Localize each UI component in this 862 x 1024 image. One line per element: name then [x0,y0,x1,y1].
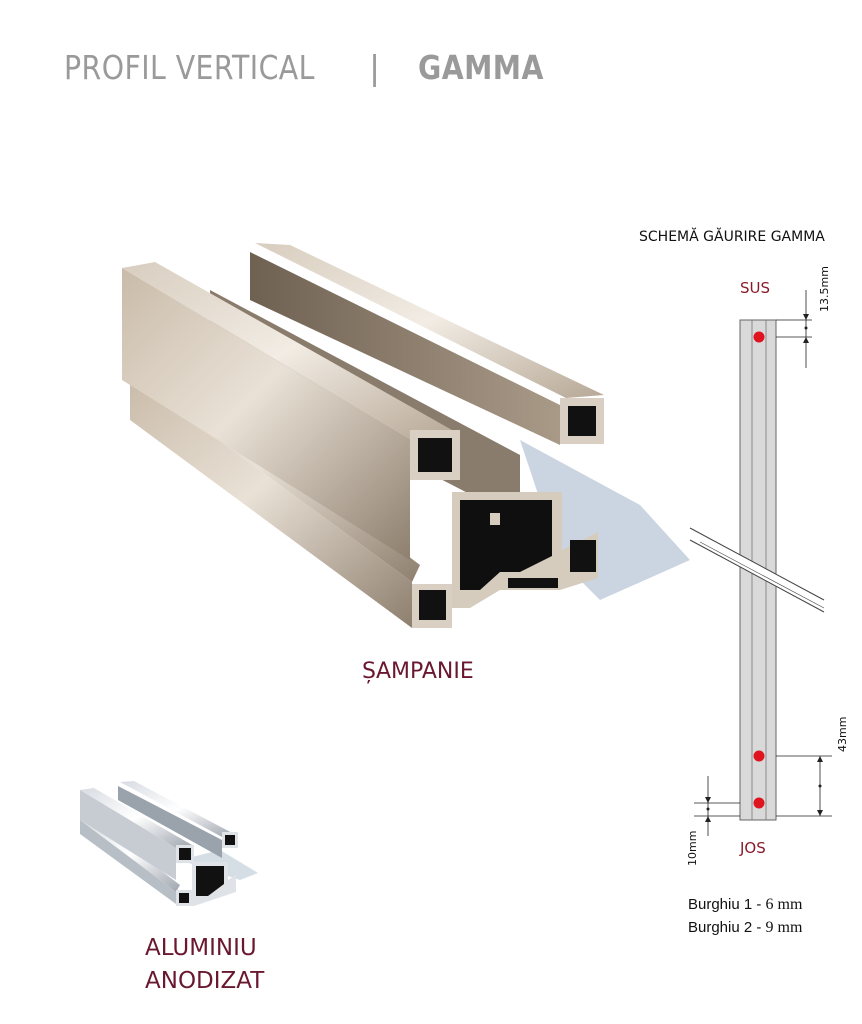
variant-label-anodizat: ANODIZAT [145,968,265,994]
scheme-bottom-label: JOS [740,839,766,857]
champagne-profile-image [122,243,690,628]
drill-2-value: 9 mm [765,919,803,936]
drill-2-label: Burghiu 2 - [688,919,762,936]
dimension-between: 43mm [836,716,849,752]
variant-label-sampanie: ȘAMPANIE [362,659,474,684]
dimension-top: 13.5mm [818,266,831,312]
aluminium-profile-image [80,781,258,906]
hole-top [753,331,765,343]
hole-middle [753,750,765,762]
drilling-scheme-diagram [689,290,832,836]
scheme-title: SCHEMĂ GĂURIRE GAMMA [639,229,825,245]
drill-line-1: Burghiu 1 - 6 mm [688,896,802,914]
title-separator: | [369,48,381,87]
title-profile-vertical: PROFIL VERTICAL [64,48,315,87]
hole-bottom [753,797,765,809]
scheme-top-label: SUS [740,279,771,297]
title-gamma: GAMMA [418,48,544,87]
dimension-bottom: 10mm [686,830,699,866]
drill-1-value: 6 mm [765,896,803,913]
drill-1-label: Burghiu 1 - [688,896,762,913]
drill-line-2: Burghiu 2 - 9 mm [688,919,802,937]
variant-label-aluminiu: ALUMINIU [145,935,257,961]
